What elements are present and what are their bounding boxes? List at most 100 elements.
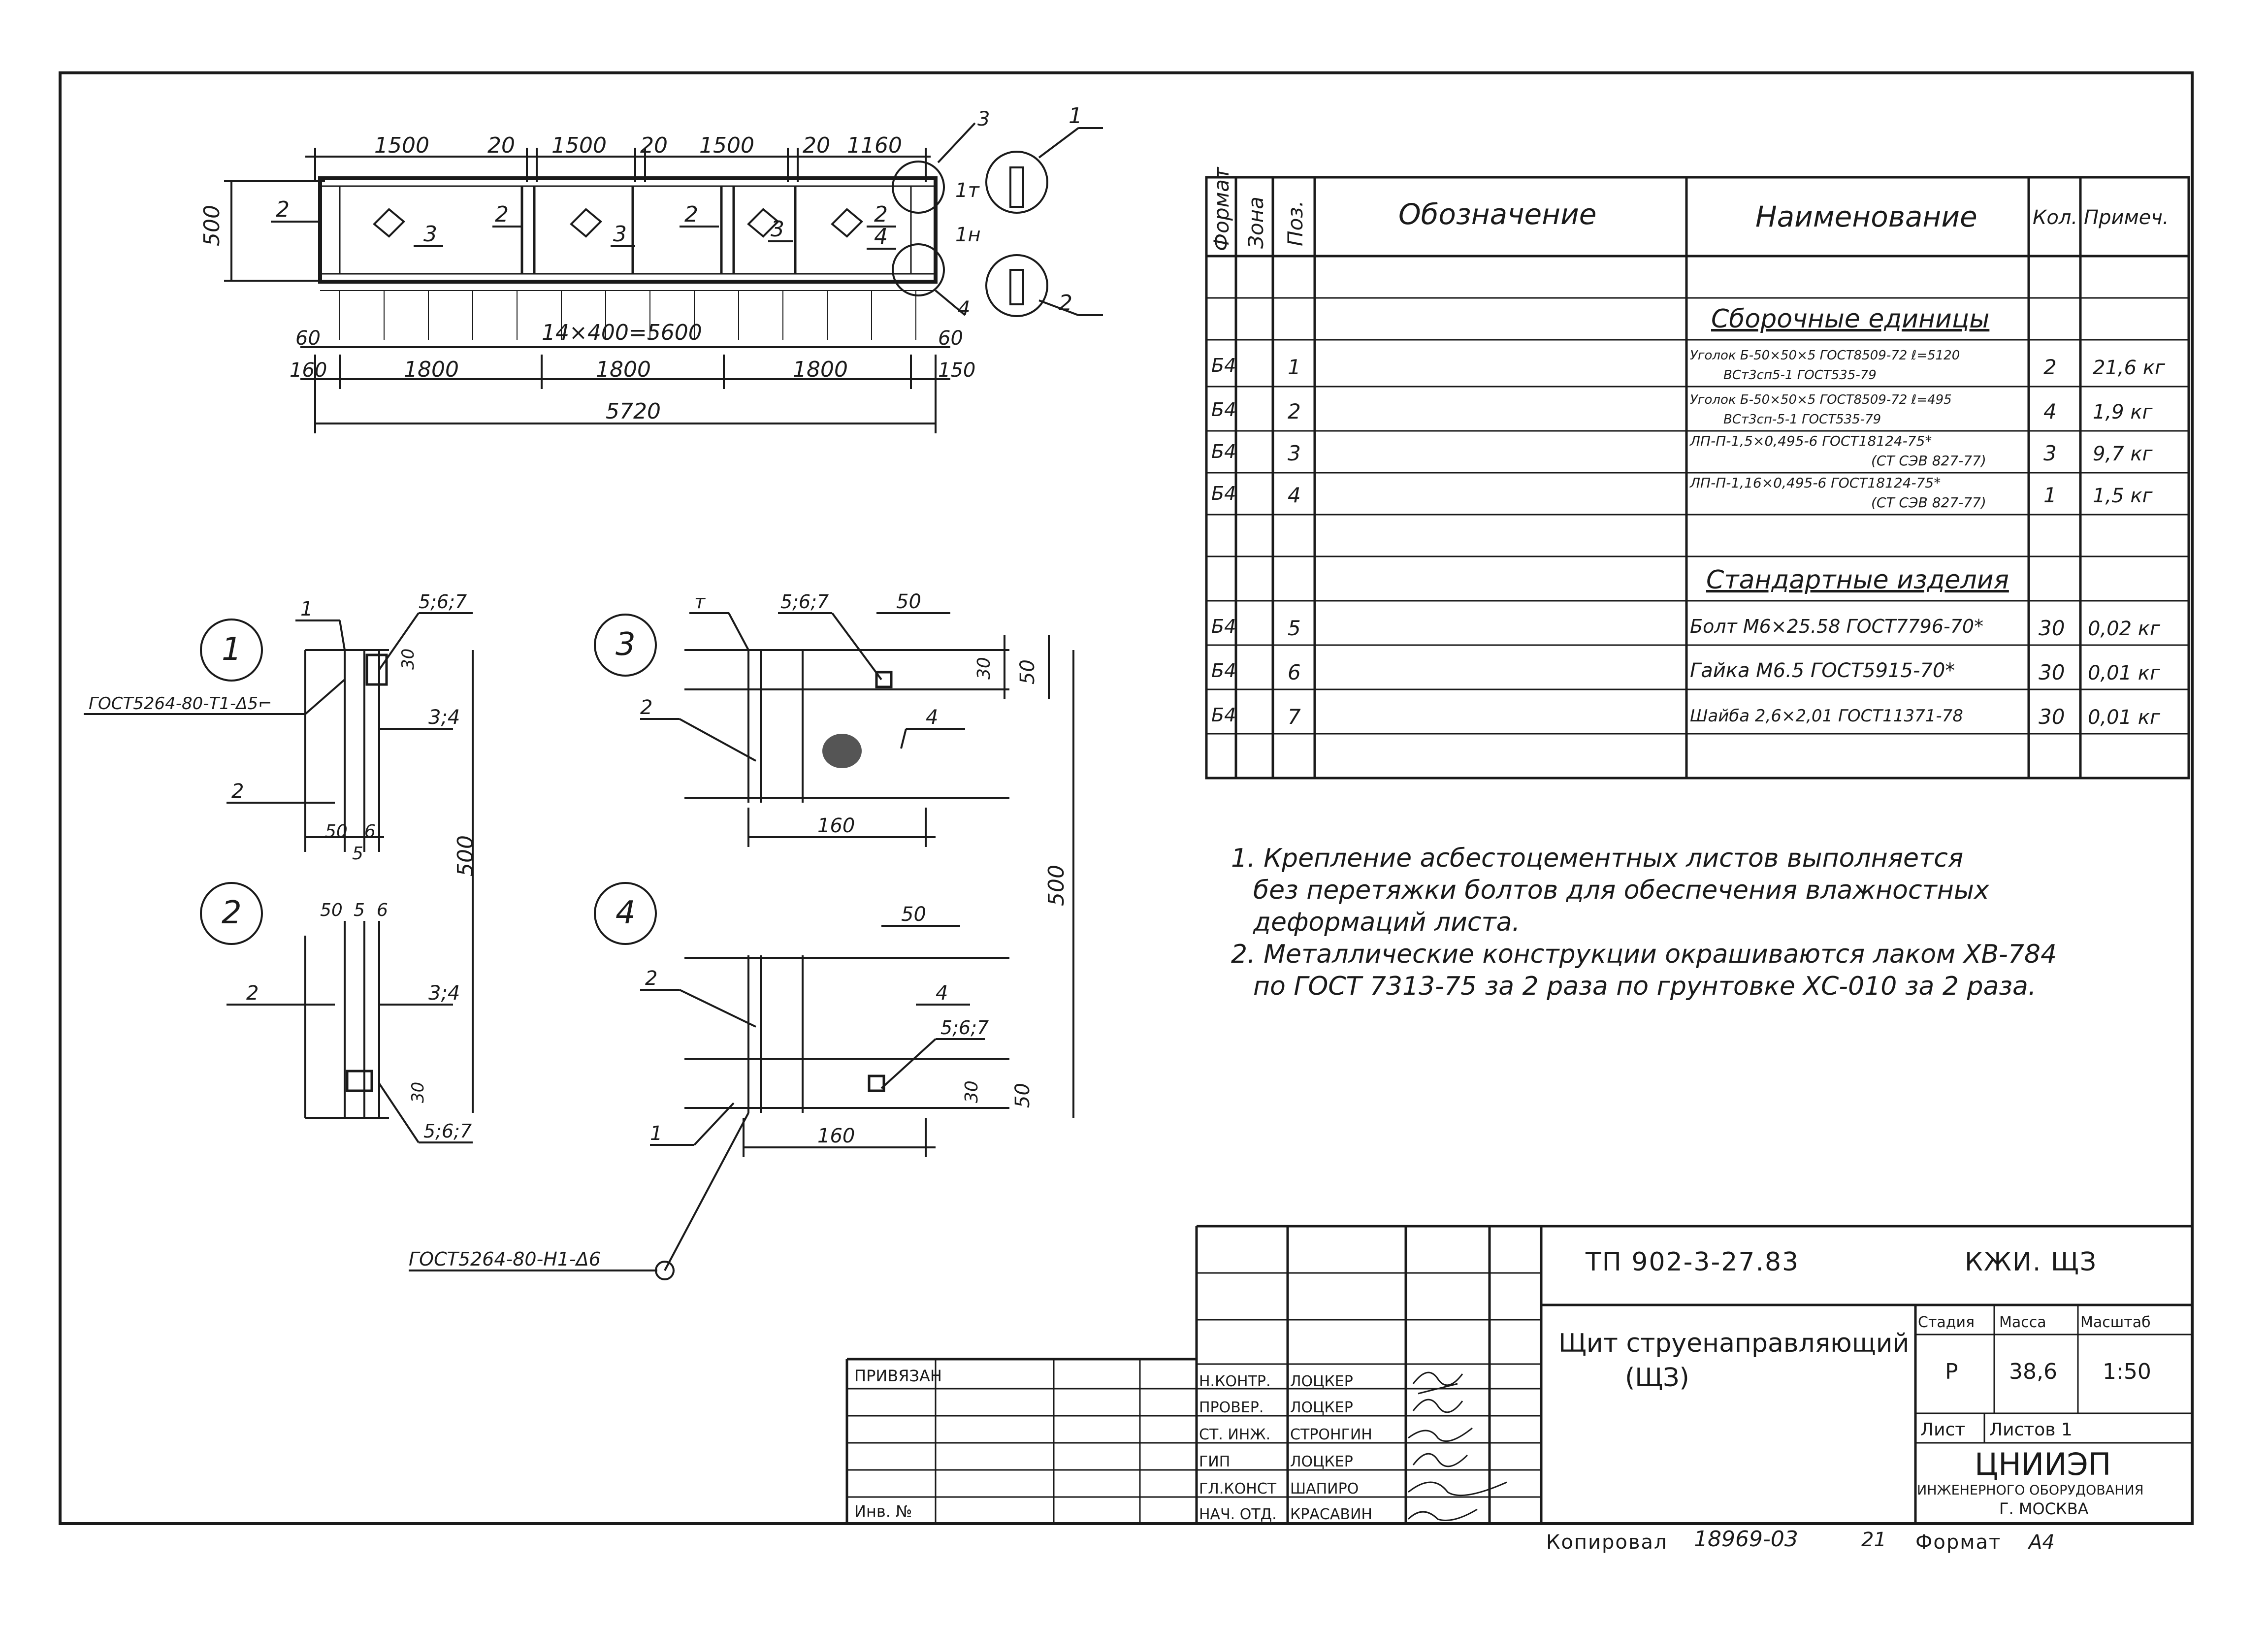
detail-4-label: 50 xyxy=(1011,1083,1034,1108)
plan-pos-label: 2 xyxy=(874,202,888,227)
spec-row-name: Уголок Б-50×50×5 ГОСТ8509-72 ℓ=5120 xyxy=(1690,348,1960,363)
role-name: ЛОЦКЕР xyxy=(1290,1399,1353,1416)
detail-1-dim500: 500 xyxy=(453,835,478,877)
signature-mark xyxy=(1412,1453,1468,1467)
spec-header-name: Наименование xyxy=(1755,200,1977,233)
title-block: ТП 902-3-27.83 КЖИ. ЩЗ Щит струенаправля… xyxy=(845,1225,2192,1554)
spec-row-note: 1,5 кг xyxy=(2093,485,2153,507)
detail-1-label: 5;6;7 xyxy=(419,591,467,613)
detail-1-label: 50 xyxy=(325,821,348,842)
plan-dim-total: 5720 xyxy=(606,399,661,424)
detail-1-label: 1 xyxy=(300,598,313,620)
role-name: СТРОНГИН xyxy=(1290,1426,1372,1443)
mass-value: 38,6 xyxy=(2009,1359,2057,1384)
spec-row-format: Б4 xyxy=(1211,441,1236,462)
detail-4-label: 1 xyxy=(650,1122,662,1145)
signature-mark xyxy=(1407,1508,1478,1521)
spec-row-qty: 1 xyxy=(2043,483,2057,507)
org-city: Г. МОСКВА xyxy=(1999,1499,2089,1518)
spec-row-pos: 5 xyxy=(1288,616,1301,640)
note-line: 2. Металлические конструкции окрашиваютс… xyxy=(1231,940,2057,969)
spec-row-pos: 3 xyxy=(1288,441,1301,465)
org-line2: ИНЖЕНЕРНОГО ОБОРУДОВАНИЯ xyxy=(1917,1483,2144,1498)
spec-row-name-b: (СТ СЭВ 827-77) xyxy=(1871,453,1986,469)
role-label: НАЧ. ОТД. xyxy=(1199,1506,1277,1523)
detail-3-label: 4 xyxy=(926,706,938,729)
spec-row-pos: 4 xyxy=(1288,483,1301,507)
plan-dim-top-4: 1500 xyxy=(699,133,754,158)
privyazan-label: ПРИВЯЗАН xyxy=(854,1367,942,1385)
copied-label: Копировал xyxy=(1546,1531,1668,1554)
detail-2-number: 2 xyxy=(222,895,242,931)
title-line-1: Щит струенаправляющий xyxy=(1558,1329,1909,1358)
plan-pos-label: 3 xyxy=(771,217,784,242)
spec-row-qty: 30 xyxy=(2039,660,2065,684)
detail-3-label: 50 xyxy=(896,590,921,613)
detail-1-number: 1 xyxy=(222,631,242,668)
plan-dim-bottom-left: 60 xyxy=(295,327,321,350)
spec-row-qty: 3 xyxy=(2043,441,2057,465)
detail-4-number: 4 xyxy=(616,895,636,931)
spec-row-format: Б4 xyxy=(1211,483,1236,504)
plan-dim-top-2: 1500 xyxy=(551,133,607,158)
spec-row-format: Б4 xyxy=(1211,616,1236,637)
spec-row-format: Б4 xyxy=(1211,355,1236,376)
detail-3-label: 160 xyxy=(817,814,855,837)
plan-dim-top-6: 1160 xyxy=(847,133,902,158)
spec-row-name: ЛП-П-1,16×0,495-6 ГОСТ18124-75* xyxy=(1689,475,1941,491)
sheet-code: КЖИ. ЩЗ xyxy=(1965,1247,2097,1277)
spec-row-name-b: ВСт3сп-5-1 ГОСТ535-79 xyxy=(1723,412,1881,427)
copy-sheet: 21 xyxy=(1861,1529,1886,1551)
detail-3-label: 5;6;7 xyxy=(780,591,829,613)
detail-1-label: 2 xyxy=(231,780,244,803)
spec-row-qty: 2 xyxy=(2043,355,2057,379)
plan-dim-top-5: 20 xyxy=(803,133,830,158)
detail-3-label: 50 xyxy=(1016,659,1039,684)
plan-pos-label: 3 xyxy=(613,222,627,247)
spec-row-pos: 1 xyxy=(1288,355,1301,379)
stage-value: Р xyxy=(1945,1359,1958,1384)
detail-3-label: 2 xyxy=(640,696,652,719)
copy-number: 18969-03 xyxy=(1694,1527,1798,1552)
spec-row-format: Б4 xyxy=(1211,660,1236,682)
detail-1-gost: ГОСТ5264-80-Т1-Δ5⌐ xyxy=(89,694,272,714)
spec-header-format: Формат xyxy=(1209,166,1233,251)
plan-dim-bottom2: 1800 xyxy=(404,357,459,382)
title-line-2: (ЩЗ) xyxy=(1625,1363,1689,1393)
detail-4-label: 160 xyxy=(817,1125,855,1147)
inv-no-label: Инв. № xyxy=(854,1502,912,1521)
plan-dim-bottom2: 1800 xyxy=(793,357,848,382)
spec-row-pos: 6 xyxy=(1288,660,1301,684)
sheet-frame xyxy=(59,71,2194,1525)
detail-3-dim500: 500 xyxy=(1044,865,1069,906)
spec-section-standard: Стандартные изделия xyxy=(1706,565,2009,595)
spec-header-note: Примеч. xyxy=(2084,206,2169,229)
plan-dim-bottom-right: 60 xyxy=(938,327,963,350)
spec-section-assembly: Сборочные единицы xyxy=(1711,304,1989,334)
detail-1: 1 1 5;6;7 30 3;4 2 50 6 5 ГОСТ5264-80-Т1… xyxy=(84,591,478,1113)
detail-4-gost: ГОСТ5264-80-Н1-Δ6 xyxy=(409,1248,601,1270)
role-name: ЛОЦКЕР xyxy=(1290,1373,1353,1390)
plan-callout: 4 xyxy=(958,297,970,320)
plan-dim-height: 500 xyxy=(199,205,225,246)
role-label: Н.КОНТР. xyxy=(1199,1373,1271,1390)
scale-header: Масштаб xyxy=(2080,1314,2151,1331)
spec-row-qty: 30 xyxy=(2039,616,2065,640)
detail-2: 2 50 5 6 2 3;4 30 5;6;7 xyxy=(200,882,473,1143)
detail-3-number: 3 xyxy=(616,626,636,663)
detail-1-label: 6 xyxy=(364,821,376,842)
detail-4-label: 4 xyxy=(936,982,948,1005)
detail-3: 3 т 5;6;7 50 30 50 2 4 160 500 xyxy=(594,590,1074,1118)
spec-row-qty: 4 xyxy=(2043,399,2057,423)
spec-row-format: Б4 xyxy=(1211,704,1236,726)
plan-dim-top-1: 20 xyxy=(487,133,515,158)
plan-pos-label: 4 xyxy=(874,224,888,249)
sheets-label: Листов 1 xyxy=(1989,1420,2073,1440)
detail-2-label: 50 xyxy=(320,900,343,920)
note-line: без перетяжки болтов для обеспечения вла… xyxy=(1253,876,1990,905)
plan-dim-bottom2: 160 xyxy=(290,359,327,382)
detail-1-label: 3;4 xyxy=(428,706,460,729)
spec-header-designation: Обозначение xyxy=(1398,197,1596,231)
format-value: А4 xyxy=(2027,1531,2055,1554)
plan-pos-label: 2 xyxy=(495,202,509,227)
